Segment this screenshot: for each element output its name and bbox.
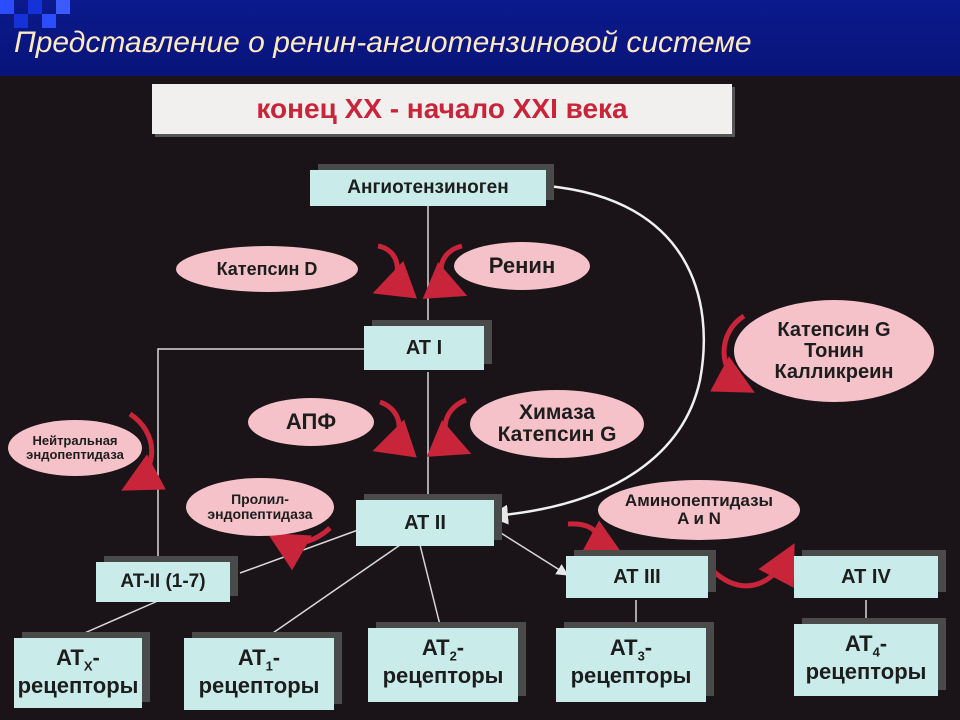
enzyme-chymase-group: Химаза Катепсин G xyxy=(470,390,644,458)
slide-header xyxy=(0,0,960,76)
corner-decoration xyxy=(56,0,70,14)
enzyme-cathepsin-d: Катепсин D xyxy=(176,246,358,292)
receptor-at4: AT4- рецепторы xyxy=(794,624,938,696)
corner-decoration xyxy=(0,0,14,14)
corner-decoration xyxy=(42,14,56,28)
enzyme-neutral-endopeptidase: Нейтральная эндопептидаза xyxy=(8,420,142,476)
node-at2-1-7: AT-II (1-7) xyxy=(96,562,230,602)
corner-decoration xyxy=(14,14,28,28)
enzyme-ace: АПФ xyxy=(248,398,374,446)
slide-title: Представление о ренин-ангиотензиновой си… xyxy=(14,26,752,59)
enzyme-prolyl-endopeptidase: Пролил- эндопептидаза xyxy=(186,478,334,536)
receptor-at3: AT3- рецепторы xyxy=(556,628,706,702)
enzyme-aminopeptidases: Аминопептидазы A и N xyxy=(598,480,800,540)
node-at4: AT IV xyxy=(794,556,938,598)
node-at1: AT I xyxy=(364,326,484,370)
corner-decoration xyxy=(28,0,42,14)
period-banner: конец ХХ - начало XXI века xyxy=(152,84,732,134)
receptor-at1: AT1- рецепторы xyxy=(184,638,334,710)
receptor-atx: ATX- рецепторы xyxy=(14,638,142,708)
enzyme-cathepsin-g-group: Катепсин G Тонин Калликреин xyxy=(734,300,934,402)
enzyme-renin: Ренин xyxy=(454,242,590,290)
receptor-at2: AT2- рецепторы xyxy=(368,628,518,702)
node-at2: AT II xyxy=(356,500,494,546)
node-at3: AT III xyxy=(566,556,708,598)
node-angiotensinogen: Ангиотензиноген xyxy=(310,170,546,206)
